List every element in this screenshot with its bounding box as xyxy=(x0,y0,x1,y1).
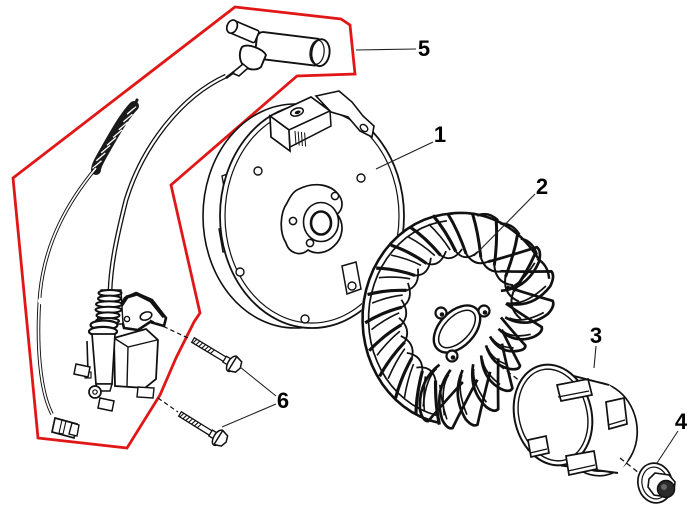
svg-text:4: 4 xyxy=(675,409,688,434)
svg-text:6: 6 xyxy=(277,388,289,413)
svg-text:5: 5 xyxy=(418,36,430,61)
svg-text:2: 2 xyxy=(536,174,548,199)
svg-text:1: 1 xyxy=(434,122,446,147)
svg-text:3: 3 xyxy=(590,323,602,348)
